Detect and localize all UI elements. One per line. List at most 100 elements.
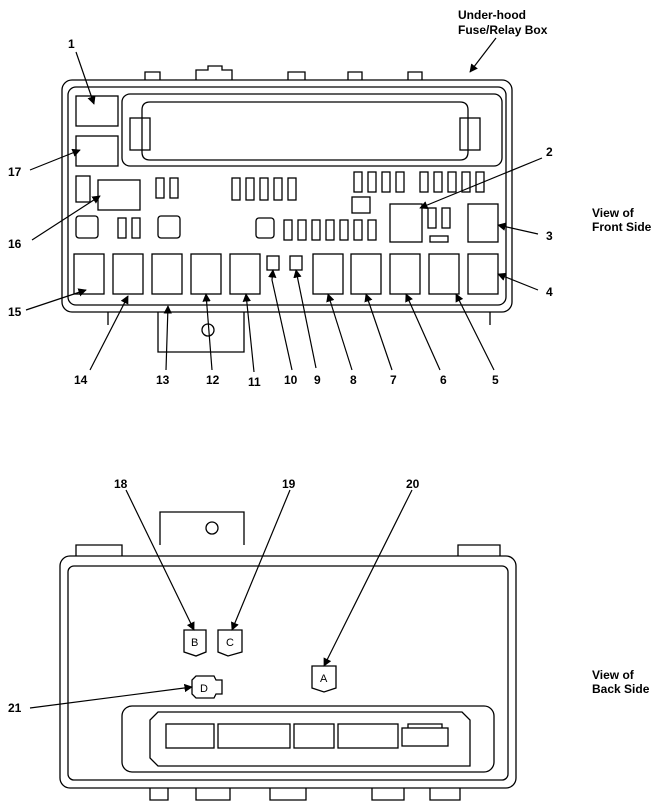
back-caption-line-1: View of — [592, 668, 634, 682]
mount-tab — [287, 71, 306, 80]
block — [157, 215, 181, 239]
leader-12 — [202, 293, 213, 371]
back-view — [59, 511, 517, 801]
mini-fuse — [419, 171, 429, 193]
mini-fuse — [287, 177, 297, 201]
callout-5: 5 — [492, 373, 499, 387]
back-leader-lines — [29, 489, 413, 709]
mini-fuse — [131, 217, 141, 239]
mini-fuse — [441, 207, 451, 229]
mount-tab — [347, 71, 363, 80]
relay-16 — [97, 179, 141, 211]
leader-18 — [125, 489, 195, 631]
callout-2: 2 — [546, 145, 553, 159]
callout-8: 8 — [350, 373, 357, 387]
fuse-9 — [289, 255, 303, 271]
relay-1 — [75, 95, 119, 127]
leader-15 — [25, 288, 87, 311]
mini-fuse — [395, 171, 405, 193]
mini-fuse — [429, 235, 449, 243]
harness-plug — [401, 727, 449, 747]
connector-letters: B C A D — [191, 637, 328, 695]
front-side-caption: View of Front Side — [592, 206, 651, 234]
relay-11 — [229, 253, 261, 295]
leader-5 — [455, 293, 495, 371]
relay-5 — [428, 253, 460, 295]
block — [255, 217, 275, 239]
callout-19: 19 — [282, 477, 296, 491]
leader-2 — [419, 157, 543, 210]
mini-fuse — [245, 177, 255, 201]
leader-11 — [242, 293, 255, 373]
relay-14 — [112, 253, 144, 295]
diagram-title: Under-hood Fuse/Relay Box — [458, 8, 547, 38]
connector-tray-inner — [149, 711, 471, 767]
connector-tray — [121, 705, 495, 773]
mini-fuse — [427, 207, 437, 229]
mini-fuse — [447, 171, 457, 193]
mount-tab — [457, 544, 501, 556]
mini-fuse — [325, 219, 335, 241]
mini-fuse — [259, 177, 269, 201]
callout-3: 3 — [546, 229, 553, 243]
back-side-caption: View of Back Side — [592, 668, 649, 696]
mini-fuse — [117, 217, 127, 239]
leader-4 — [497, 272, 539, 291]
mount-tab — [407, 71, 423, 80]
connector-label-b: B — [191, 637, 198, 649]
title-line-1: Under-hood — [458, 8, 526, 22]
leader-6 — [405, 293, 441, 371]
relay-8 — [312, 253, 344, 295]
front-leader-lines — [25, 37, 543, 373]
callout-11: 11 — [248, 375, 261, 389]
mount-tab — [195, 65, 233, 80]
callout-4: 4 — [546, 285, 553, 299]
mini-fuse — [339, 219, 349, 241]
harness-plug — [165, 723, 215, 749]
mini-fuse — [367, 171, 377, 193]
block — [351, 196, 371, 214]
leader-7 — [364, 293, 393, 371]
mini-fuse — [433, 171, 443, 193]
leader-19 — [231, 489, 291, 631]
block — [75, 215, 99, 239]
title-line-2: Fuse/Relay Box — [458, 23, 548, 37]
mini-fuse — [311, 219, 321, 241]
harness-plug — [293, 723, 335, 749]
callout-9: 9 — [314, 373, 321, 387]
front-housing-inner — [67, 86, 507, 306]
relay-12 — [190, 253, 222, 295]
harness-plug — [217, 723, 291, 749]
relay-17 — [75, 135, 119, 167]
mini-fuse — [155, 177, 165, 199]
connector-label-d: D — [200, 683, 208, 695]
mini-fuse — [353, 171, 363, 193]
mini-fuse — [381, 171, 391, 193]
mini-fuse — [283, 219, 293, 241]
relay-4 — [467, 253, 499, 295]
mount-bracket — [157, 312, 245, 353]
callout-1: 1 — [68, 37, 75, 51]
leader-13 — [163, 305, 172, 371]
connector-socket — [141, 101, 469, 161]
relay-7 — [350, 253, 382, 295]
callout-15: 15 — [8, 305, 22, 319]
mini-fuse — [297, 219, 307, 241]
callout-14: 14 — [74, 373, 88, 387]
connector-latch-right — [459, 117, 481, 151]
fuse-10 — [266, 255, 280, 271]
leader-9 — [293, 269, 317, 369]
mount-tab — [144, 71, 161, 80]
connector-a — [311, 665, 337, 693]
harness-plug — [337, 723, 399, 749]
front-housing-outer — [61, 79, 513, 313]
small-fuse — [75, 175, 91, 203]
callout-6: 6 — [440, 373, 447, 387]
relay-3 — [467, 203, 499, 243]
connector-latch-left — [129, 117, 151, 151]
front-view — [61, 65, 513, 353]
leader-10 — [268, 269, 293, 371]
relay-2 — [389, 203, 423, 243]
relay-6 — [389, 253, 421, 295]
